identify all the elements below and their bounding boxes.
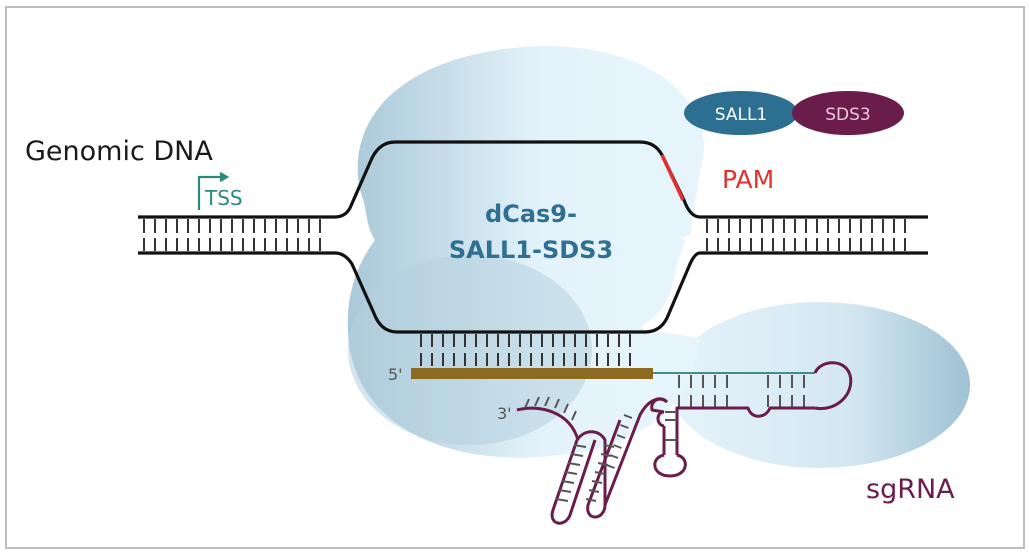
sgrna-base-tick bbox=[606, 464, 615, 469]
three-prime-label: 3' bbox=[497, 404, 512, 423]
five-prime-label: 5' bbox=[388, 365, 403, 384]
tss-label: TSS bbox=[204, 186, 243, 210]
sgrna-base-tick bbox=[567, 462, 581, 466]
sgrna-base-tick bbox=[544, 396, 550, 407]
sgrna-base-tick bbox=[613, 444, 622, 449]
pam-label: PAM bbox=[722, 165, 774, 194]
figure-border bbox=[5, 6, 1025, 549]
tss-arrow-icon bbox=[197, 172, 230, 210]
protein-notch-left bbox=[343, 230, 372, 246]
sgrna-base-tick bbox=[558, 489, 572, 493]
sgrna-base-tick bbox=[597, 462, 609, 466]
sgrna-base-tick bbox=[585, 498, 597, 502]
sds3-label: SDS3 bbox=[825, 105, 871, 125]
sgrna-base-tick bbox=[620, 424, 629, 429]
sgrna-base-tick bbox=[616, 434, 626, 439]
pam-segment bbox=[660, 154, 685, 201]
sgrna-base-tick bbox=[623, 414, 633, 419]
sds3-domain bbox=[792, 91, 904, 135]
sgrna-base-tick bbox=[561, 480, 575, 484]
protein-notch-right bbox=[680, 232, 700, 250]
sgrna-base-tick bbox=[588, 489, 600, 493]
dna-right-duplex bbox=[700, 215, 928, 255]
sgrna-lobe bbox=[670, 302, 970, 468]
sgrna-base-tick bbox=[555, 498, 569, 502]
sgrna-base-tick bbox=[591, 480, 603, 484]
sgrna-base-tick bbox=[534, 396, 540, 407]
complex-name-line2: SALL1-SDS3 bbox=[449, 236, 613, 264]
sall1-domain bbox=[684, 91, 798, 135]
sgrna-base-tick bbox=[554, 398, 560, 409]
genomic-dna-label: Genomic DNA bbox=[25, 136, 213, 167]
sgrna-base-tick bbox=[524, 398, 530, 409]
sgrna-base-tick bbox=[594, 471, 606, 475]
sgrna-base-tick bbox=[571, 410, 577, 421]
sgrna-base-tick bbox=[609, 454, 619, 459]
sgrna-base-tick bbox=[603, 444, 615, 448]
sgrna-base-tick bbox=[563, 403, 569, 414]
dcas9-lower-lobe bbox=[348, 255, 592, 445]
sgrna-base-tick bbox=[564, 471, 578, 475]
sall1-label: SALL1 bbox=[715, 105, 768, 125]
dna-target-strand bbox=[334, 251, 701, 334]
sgrna-base-tick bbox=[570, 453, 584, 457]
dna-left-duplex bbox=[138, 215, 335, 255]
sgrna-scaffold bbox=[516, 361, 853, 525]
sgrna-base-tick bbox=[573, 444, 587, 448]
dna-nontarget-strand bbox=[334, 140, 701, 219]
sgrna-base-tick bbox=[600, 453, 612, 457]
sgrna-label: sgRNA bbox=[866, 474, 955, 505]
complex-name-line1: dCas9- bbox=[485, 200, 577, 228]
guide-spacer bbox=[411, 368, 653, 379]
